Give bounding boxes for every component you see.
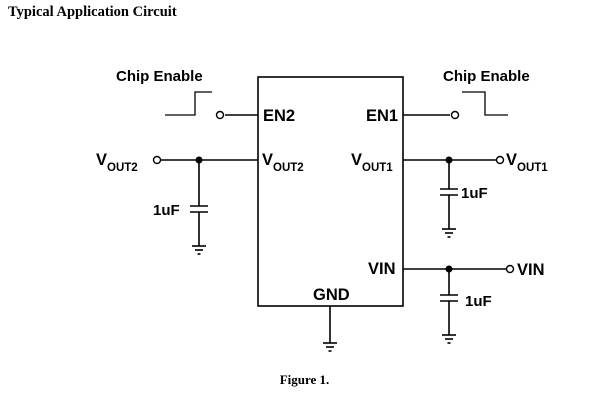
pin-label-en1: EN1 (366, 107, 398, 125)
vin-terminal (505, 264, 515, 274)
ground-icon (192, 245, 206, 255)
ground-icon (442, 228, 456, 238)
vout2-external-label: VOUT2 (96, 151, 138, 174)
pin-label-gnd: GND (313, 286, 350, 304)
enable-pulse-right (462, 91, 508, 116)
vout2-cap-label: 1uF (153, 202, 180, 219)
en2-terminal (215, 110, 225, 120)
vout2-terminal (152, 155, 162, 165)
chip-enable-right-label: Chip Enable (443, 68, 530, 85)
vin-external-label: VIN (517, 261, 545, 279)
pin-label-en2: EN2 (263, 107, 295, 125)
vin-cap-label: 1uF (465, 293, 492, 310)
vout1-cap-label: 1uF (461, 185, 488, 202)
chip-enable-left-label: Chip Enable (116, 68, 203, 85)
pin-label-vin: VIN (368, 260, 396, 278)
page-title: Typical Application Circuit (8, 4, 177, 20)
enable-pulse-left (165, 91, 212, 116)
vout1-external-label: VOUT1 (506, 151, 548, 174)
ground-icon (323, 342, 337, 352)
vout1-terminal (495, 155, 505, 165)
figure-caption: Figure 1. (279, 372, 330, 387)
ground-icon (442, 334, 456, 344)
en1-terminal (450, 110, 460, 120)
pin-label-vout1: VOUT1 (351, 151, 393, 174)
pin-label-vout2: VOUT2 (262, 151, 304, 174)
